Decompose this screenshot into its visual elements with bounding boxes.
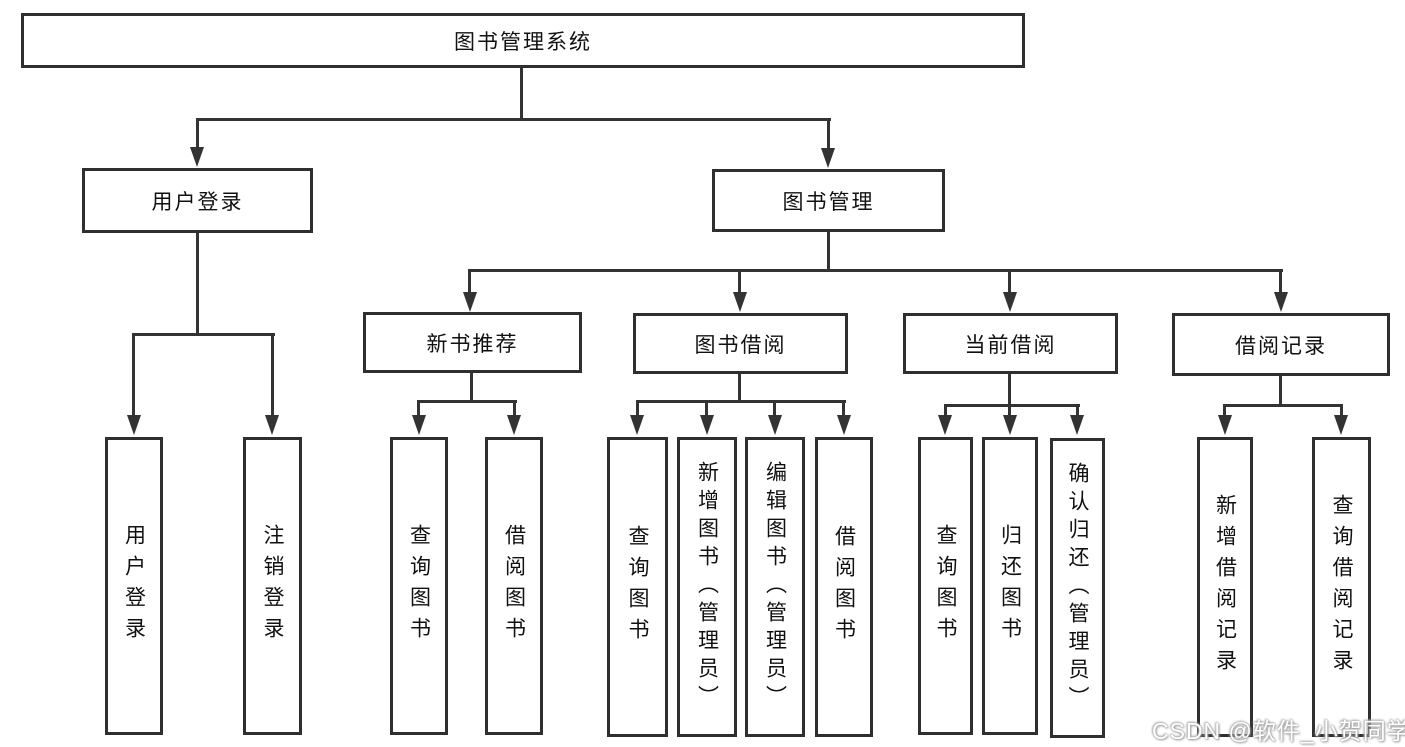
leaf-logout: 注销登录 [243,437,302,735]
connector-line [513,402,516,417]
arrowhead-down [630,415,644,435]
leaf-record-query-label: 查询借阅记录 [1330,494,1353,680]
node-user-login: 用户登录 [82,168,313,233]
leaf-borrow-edit-book-admin-label: 编辑图书（管理员） [763,461,787,713]
node-root: 图书管理系统 [21,13,1025,68]
leaf-user-login-label: 用户登录 [122,524,146,648]
connector-line [271,335,274,417]
connector-line [1008,272,1011,294]
connector-line [944,404,1080,407]
leaf-record-add-label: 新增借阅记录 [1213,494,1237,680]
connector-line [1279,272,1282,294]
leaf-user-login: 用户登录 [105,437,163,735]
connector-line [1340,406,1343,417]
arrowhead-down [821,148,835,168]
leaf-logout-label: 注销登录 [261,524,284,648]
connector-line [1076,406,1079,417]
leaf-borrow-add-book-admin-label: 新增图书（管理员） [695,461,719,713]
arrowhead-down [412,415,426,435]
arrowhead-down [1274,292,1288,312]
arrowhead-down [1003,415,1017,435]
connector-line [1008,374,1011,406]
connector-line [944,406,947,417]
leaf-current-return-book: 归还图书 [982,437,1038,735]
connector-line [196,120,199,152]
connector-line [417,400,517,403]
connector-line [1223,404,1343,407]
connector-line [636,402,639,417]
arrowhead-down [463,292,477,312]
arrowhead-down [507,415,521,435]
leaf-current-query-book: 查询图书 [918,437,973,735]
connector-line [470,373,473,402]
leaf-rec-borrow-book-label: 借阅图书 [502,524,526,648]
node-borrow-record: 借阅记录 [1172,313,1390,376]
leaf-borrow-edit-book-admin: 编辑图书（管理员） [745,437,805,737]
node-book-borrow-label: 图书借阅 [694,333,787,357]
leaf-current-query-book-label: 查询图书 [934,524,957,648]
arrowhead-down [1334,415,1348,435]
connector-line [468,269,1283,272]
leaf-current-confirm-return-admin: 确认归还（管理员） [1050,438,1105,738]
node-new-book-recommend-label: 新书推荐 [426,332,519,356]
leaf-borrow-query-book-label: 查询图书 [626,525,649,649]
node-current-borrow: 当前借阅 [903,313,1118,374]
leaf-current-return-book-label: 归还图书 [998,524,1022,648]
leaf-borrow-add-book-admin: 新增图书（管理员） [677,437,737,737]
connector-line [132,333,275,336]
watermark: CSDN @软件_小贺同学 [1152,718,1405,744]
leaf-record-add: 新增借阅记录 [1197,437,1253,737]
leaf-rec-query-book: 查询图书 [390,437,448,735]
node-current-borrow-label: 当前借阅 [964,333,1057,357]
connector-line [636,400,846,403]
arrowhead-down [768,415,782,435]
connector-line [196,118,831,121]
connector-line [827,232,830,272]
node-book-management: 图书管理 [712,169,945,232]
arrowhead-down [1003,292,1017,312]
arrowhead-down [190,147,204,167]
arrowhead-down [1218,415,1232,435]
leaf-rec-query-book-label: 查询图书 [407,524,431,648]
node-borrow-record-label: 借阅记录 [1235,334,1327,358]
connector-line [132,335,135,417]
arrowhead-down [1070,415,1084,435]
arrowhead-down [733,292,747,312]
leaf-rec-borrow-book: 借阅图书 [485,437,543,735]
leaf-current-confirm-return-admin-label: 确认归还（管理员） [1066,462,1089,714]
leaf-record-query: 查询借阅记录 [1312,437,1371,737]
connector-line [520,68,523,119]
arrowhead-down [265,415,279,435]
connector-line [738,374,741,402]
leaf-borrow-query-book: 查询图书 [607,437,668,737]
connector-line [827,120,830,152]
leaf-borrow-borrow-book-label: 借阅图书 [832,525,856,649]
connector-line [738,272,741,294]
arrowhead-down [938,415,952,435]
node-new-book-recommend: 新书推荐 [363,312,582,373]
connector-line [468,272,471,294]
connector-line [705,402,708,417]
connector-line [1223,406,1226,417]
connector-line [773,402,776,417]
arrowhead-down [837,415,851,435]
node-user-login-label: 用户登录 [151,190,244,214]
connector-line [1279,376,1282,406]
node-book-borrow: 图书借阅 [633,313,848,374]
connector-line [842,402,845,417]
leaf-borrow-borrow-book: 借阅图书 [815,437,873,737]
connector-line [1008,406,1011,417]
arrowhead-down [127,415,141,435]
connector-line [196,233,199,335]
connector-line [417,402,420,417]
node-book-management-label: 图书管理 [782,190,875,214]
node-root-label: 图书管理系统 [454,30,592,54]
arrowhead-down [700,415,714,435]
